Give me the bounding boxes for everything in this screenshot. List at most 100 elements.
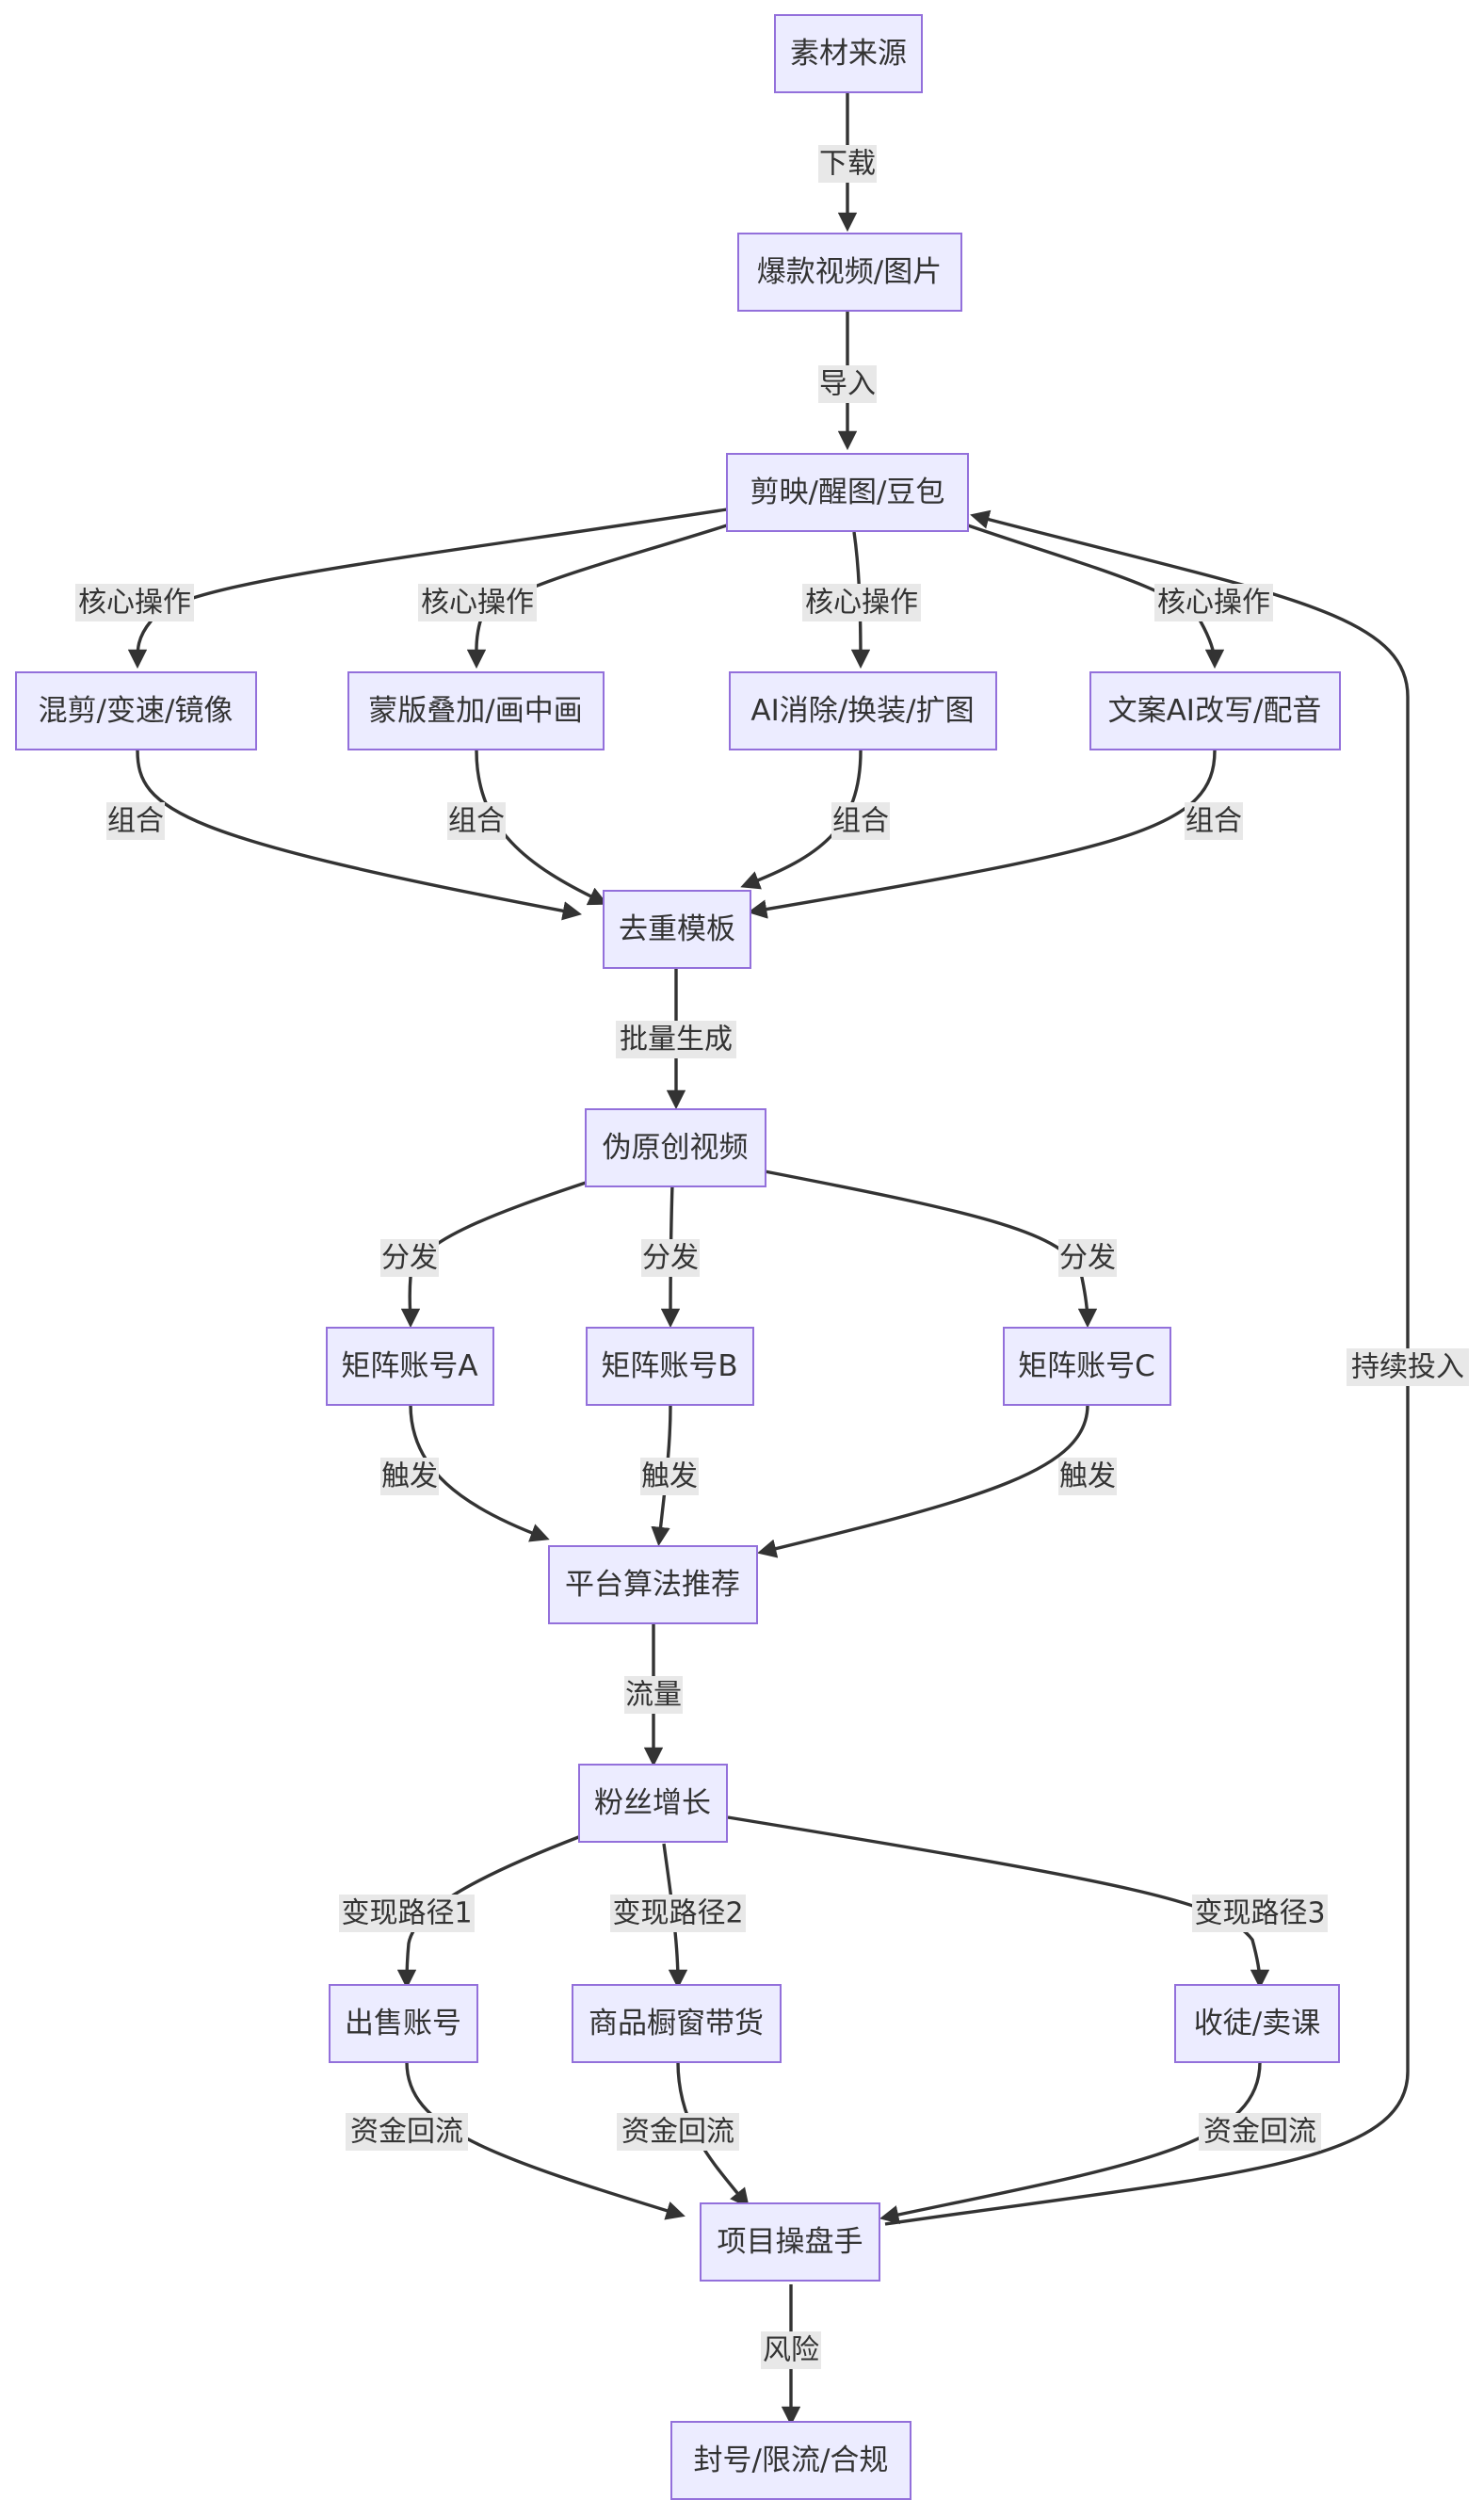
- label-distribute-2: 分发: [641, 1239, 700, 1277]
- svg-text:核心操作: 核心操作: [1157, 587, 1270, 620]
- svg-text:触发: 触发: [1059, 1460, 1116, 1493]
- node-tools: 剪映/醒图/豆包: [726, 453, 969, 532]
- label-cashback-1: 资金回流: [346, 2113, 468, 2151]
- edge-acc-a-to-algo: [409, 1404, 550, 1542]
- label-core-op-2: 核心操作: [418, 584, 537, 621]
- label-reinvest: 持续投入: [1347, 1348, 1469, 1386]
- label-risk: 风险: [761, 2331, 821, 2369]
- node-pseudo: 伪原创视频: [585, 1108, 766, 1187]
- svg-text:组合: 组合: [832, 805, 889, 838]
- edge-mix-to-template: [136, 750, 583, 921]
- node-mix: 混剪/变速/镜像: [15, 671, 257, 750]
- svg-text:出售账号: 出售账号: [345, 2007, 461, 2040]
- edge-tools-to-mix: [127, 508, 728, 669]
- svg-text:下载: 下载: [819, 148, 876, 181]
- svg-text:爆款视频/图片: 爆款视频/图片: [757, 255, 942, 289]
- svg-text:触发: 触发: [641, 1460, 698, 1493]
- node-sell-account: 出售账号: [329, 1984, 478, 2063]
- label-monetize-3: 变现路径3: [1192, 1895, 1328, 1932]
- node-shop-window: 商品橱窗带货: [572, 1984, 782, 2063]
- svg-text:矩阵账号C: 矩阵账号C: [1018, 1349, 1155, 1383]
- svg-text:流量: 流量: [625, 1679, 682, 1712]
- label-core-op-4: 核心操作: [1154, 584, 1273, 621]
- edge-ai-to-template: [740, 750, 863, 890]
- svg-text:混剪/变速/镜像: 混剪/变速/镜像: [39, 694, 234, 728]
- label-traffic: 流量: [624, 1676, 683, 1714]
- label-monetize-1: 变现路径1: [339, 1895, 475, 1932]
- svg-text:资金回流: 资金回流: [1203, 2116, 1316, 2149]
- svg-text:矩阵账号B: 矩阵账号B: [601, 1349, 737, 1383]
- svg-text:收徒/卖课: 收徒/卖课: [1194, 2007, 1320, 2040]
- svg-text:组合: 组合: [448, 805, 505, 838]
- svg-text:粉丝增长: 粉丝增长: [594, 1786, 711, 1820]
- svg-text:触发: 触发: [381, 1460, 438, 1493]
- svg-text:分发: 分发: [642, 1242, 699, 1275]
- node-account-c: 矩阵账号C: [1003, 1327, 1171, 1406]
- node-teach: 收徒/卖课: [1174, 1984, 1340, 2063]
- label-core-op-3: 核心操作: [802, 584, 921, 621]
- svg-text:批量生成: 批量生成: [620, 1024, 733, 1056]
- svg-text:核心操作: 核心操作: [805, 587, 918, 620]
- svg-text:商品橱窗带货: 商品橱窗带货: [589, 2007, 764, 2040]
- svg-text:分发: 分发: [1059, 1242, 1116, 1275]
- edge-acc-c-to-algo: [757, 1404, 1089, 1558]
- label-batch: 批量生成: [616, 1021, 736, 1058]
- label-trigger-1: 触发: [380, 1458, 439, 1495]
- svg-text:文案AI改写/配音: 文案AI改写/配音: [1108, 694, 1322, 728]
- label-import: 导入: [818, 365, 877, 403]
- label-trigger-2: 触发: [640, 1458, 699, 1495]
- svg-text:组合: 组合: [1186, 805, 1242, 838]
- svg-text:封号/限流/合规: 封号/限流/合规: [694, 2443, 889, 2477]
- label-combine-4: 组合: [1185, 802, 1243, 840]
- label-distribute-1: 分发: [380, 1239, 439, 1277]
- edge-copy-to-template: [747, 750, 1217, 919]
- svg-text:AI消除/换装/扩图: AI消除/换装/扩图: [750, 694, 974, 728]
- node-account-a: 矩阵账号A: [326, 1327, 494, 1406]
- svg-text:变现路径2: 变现路径2: [612, 1897, 743, 1930]
- svg-text:剪映/醒图/豆包: 剪映/醒图/豆包: [750, 476, 945, 509]
- edge-operator-to-tools: [884, 509, 1410, 2226]
- node-copy: 文案AI改写/配音: [1089, 671, 1341, 750]
- svg-text:资金回流: 资金回流: [350, 2116, 463, 2149]
- edge-fans-to-teach: [727, 1815, 1270, 1990]
- node-operator: 项目操盘手: [700, 2202, 880, 2282]
- svg-text:持续投入: 持续投入: [1351, 1351, 1464, 1384]
- svg-text:核心操作: 核心操作: [78, 587, 191, 620]
- node-risk: 封号/限流/合规: [670, 2421, 911, 2500]
- svg-text:素材来源: 素材来源: [790, 37, 907, 71]
- edge-teach-to-operator: [879, 2061, 1262, 2225]
- svg-text:项目操盘手: 项目操盘手: [718, 2225, 863, 2259]
- edge-mask-to-template: [475, 750, 608, 906]
- label-cashback-2: 资金回流: [617, 2113, 739, 2151]
- label-monetize-2: 变现路径2: [610, 1895, 746, 1932]
- label-core-op-1: 核心操作: [75, 584, 194, 621]
- label-trigger-3: 触发: [1058, 1458, 1117, 1495]
- svg-text:平台算法推荐: 平台算法推荐: [565, 1568, 740, 1602]
- label-combine-3: 组合: [831, 802, 890, 840]
- svg-text:资金回流: 资金回流: [621, 2116, 734, 2149]
- node-mask: 蒙版叠加/画中画: [347, 671, 605, 750]
- node-source: 素材来源: [774, 14, 923, 93]
- label-combine-2: 组合: [447, 802, 506, 840]
- svg-text:伪原创视频: 伪原创视频: [603, 1131, 749, 1165]
- svg-text:蒙版叠加/画中画: 蒙版叠加/画中画: [368, 694, 582, 728]
- svg-text:变现路径1: 变现路径1: [341, 1897, 472, 1930]
- svg-text:去重模板: 去重模板: [619, 912, 735, 946]
- node-viral: 爆款视频/图片: [737, 233, 962, 312]
- svg-text:矩阵账号A: 矩阵账号A: [341, 1349, 477, 1383]
- svg-text:变现路径3: 变现路径3: [1194, 1897, 1325, 1930]
- svg-text:导入: 导入: [819, 368, 876, 401]
- node-ai: AI消除/换装/扩图: [729, 671, 997, 750]
- label-distribute-3: 分发: [1058, 1239, 1117, 1277]
- node-account-b: 矩阵账号B: [586, 1327, 754, 1406]
- label-download: 下载: [818, 145, 877, 183]
- node-fans: 粉丝增长: [578, 1764, 728, 1843]
- svg-text:核心操作: 核心操作: [421, 587, 534, 620]
- edge-sell-to-operator: [405, 2061, 686, 2220]
- svg-text:分发: 分发: [381, 1242, 438, 1275]
- node-template: 去重模板: [603, 890, 751, 969]
- node-algorithm: 平台算法推荐: [548, 1545, 758, 1624]
- label-cashback-3: 资金回流: [1199, 2113, 1321, 2151]
- svg-text:组合: 组合: [107, 805, 164, 838]
